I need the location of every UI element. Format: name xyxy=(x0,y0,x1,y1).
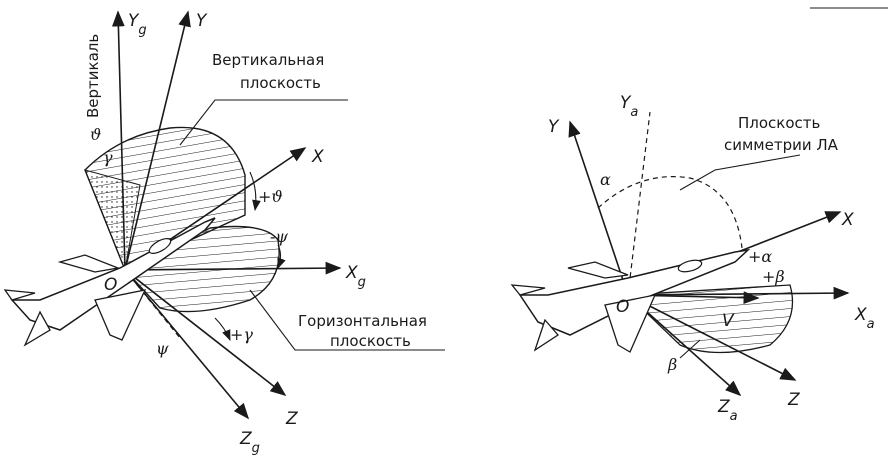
symmetry-plane-arc xyxy=(597,176,743,249)
aircraft-right xyxy=(510,248,751,353)
axis-zg-line xyxy=(124,269,250,420)
axis-y-r-label: Y xyxy=(548,117,560,137)
axis-za-label: Za xyxy=(717,397,738,424)
origin-right-label: O xyxy=(616,297,629,317)
plus-beta-label: +β xyxy=(762,267,785,286)
vertical-axis-label: Вертикаль xyxy=(84,34,102,118)
axis-z-label: Z xyxy=(285,409,298,429)
plus-gamma-label: +γ xyxy=(230,325,253,344)
axis-xa-label: Xa xyxy=(854,305,875,332)
beta-label: β xyxy=(667,355,677,374)
axis-xg-label: Xg xyxy=(345,263,366,290)
axis-yg-line xyxy=(111,10,126,271)
beta-leader xyxy=(679,339,701,359)
theta-left-label: ϑ xyxy=(90,125,101,144)
right-diagram: Плоскость симметрии ЛА α +α +β β V O X Y… xyxy=(510,93,875,424)
plus-theta-label: +ϑ xyxy=(258,187,283,206)
gamma-arc xyxy=(214,317,231,342)
axis-ya-line xyxy=(627,111,651,296)
dashed-reference-line xyxy=(124,269,181,339)
axis-x-r-label: X xyxy=(841,210,854,230)
axis-y-r-line xyxy=(568,120,629,296)
axis-x-label: X xyxy=(311,147,324,167)
axis-ya-label: Ya xyxy=(620,93,638,120)
plus-alpha-label: +α xyxy=(748,247,772,266)
left-diagram: Вертикальная плоскость Горизонтальная пл… xyxy=(3,10,445,456)
axis-xg-line xyxy=(124,261,342,275)
gamma-small-label: γ xyxy=(103,148,113,167)
symmetry-plane-leader xyxy=(679,154,801,191)
psi-arc xyxy=(277,244,286,270)
axis-yg-label: Yg xyxy=(128,11,147,38)
theta-arc xyxy=(249,171,261,212)
symmetry-plane-label-line2: симметрии ЛА xyxy=(724,136,839,154)
vertical-plane-dotted-wedge xyxy=(84,169,141,272)
axis-xa-line xyxy=(627,286,850,300)
alpha-label: α xyxy=(600,170,611,189)
horizontal-plane-leader xyxy=(249,289,445,351)
axis-z-r-label: Z xyxy=(787,390,800,410)
aircraft-left xyxy=(3,217,216,347)
vertical-plane-leader xyxy=(179,99,348,146)
psi-label: ψ xyxy=(156,339,169,358)
axis-y-line xyxy=(124,10,191,271)
minus-psi-label: -ψ xyxy=(270,227,288,246)
vertical-plane-label-line2: плоскость xyxy=(240,74,321,92)
axis-y-label: Y xyxy=(196,11,208,31)
axis-z-r-line xyxy=(627,294,797,381)
velocity-label: V xyxy=(722,311,735,331)
horizontal-plane-label-line1: Горизонтальная xyxy=(298,312,427,330)
origin-left-label: O xyxy=(104,275,117,295)
axis-zg-label: Zg xyxy=(239,429,260,456)
symmetry-plane-label-line1: Плоскость xyxy=(738,114,820,132)
horizontal-plane-label-line2: плоскость xyxy=(330,332,411,350)
axis-z-line xyxy=(124,269,287,396)
vertical-plane-label-line1: Вертикальная xyxy=(212,51,324,69)
